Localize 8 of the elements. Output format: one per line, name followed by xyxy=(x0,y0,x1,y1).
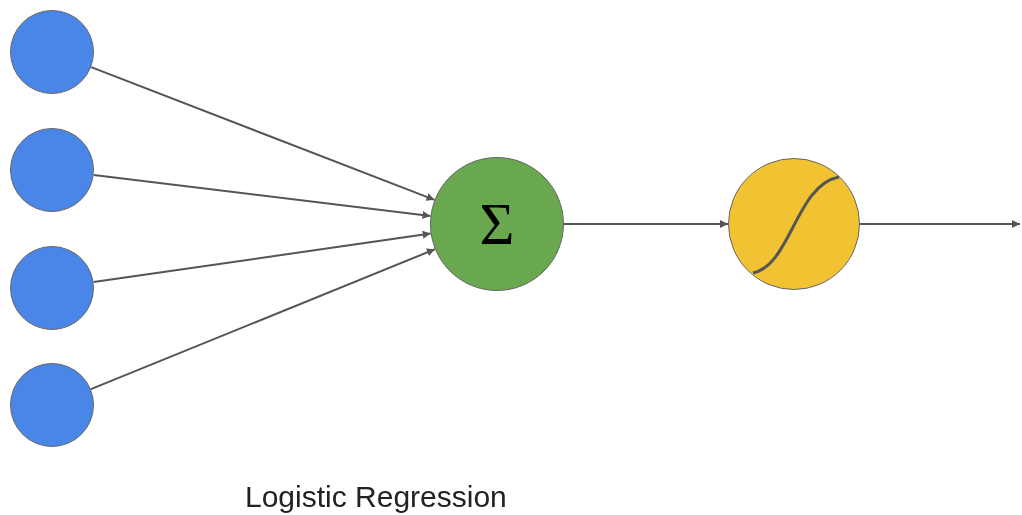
caption: Logistic Regression xyxy=(245,479,507,515)
arrow xyxy=(92,230,432,283)
arrow xyxy=(92,174,432,219)
arrow xyxy=(89,248,436,391)
arrow xyxy=(563,220,729,228)
arrow xyxy=(90,66,436,201)
sigma-symbol: Σ xyxy=(479,194,515,254)
arrow xyxy=(859,220,1021,228)
